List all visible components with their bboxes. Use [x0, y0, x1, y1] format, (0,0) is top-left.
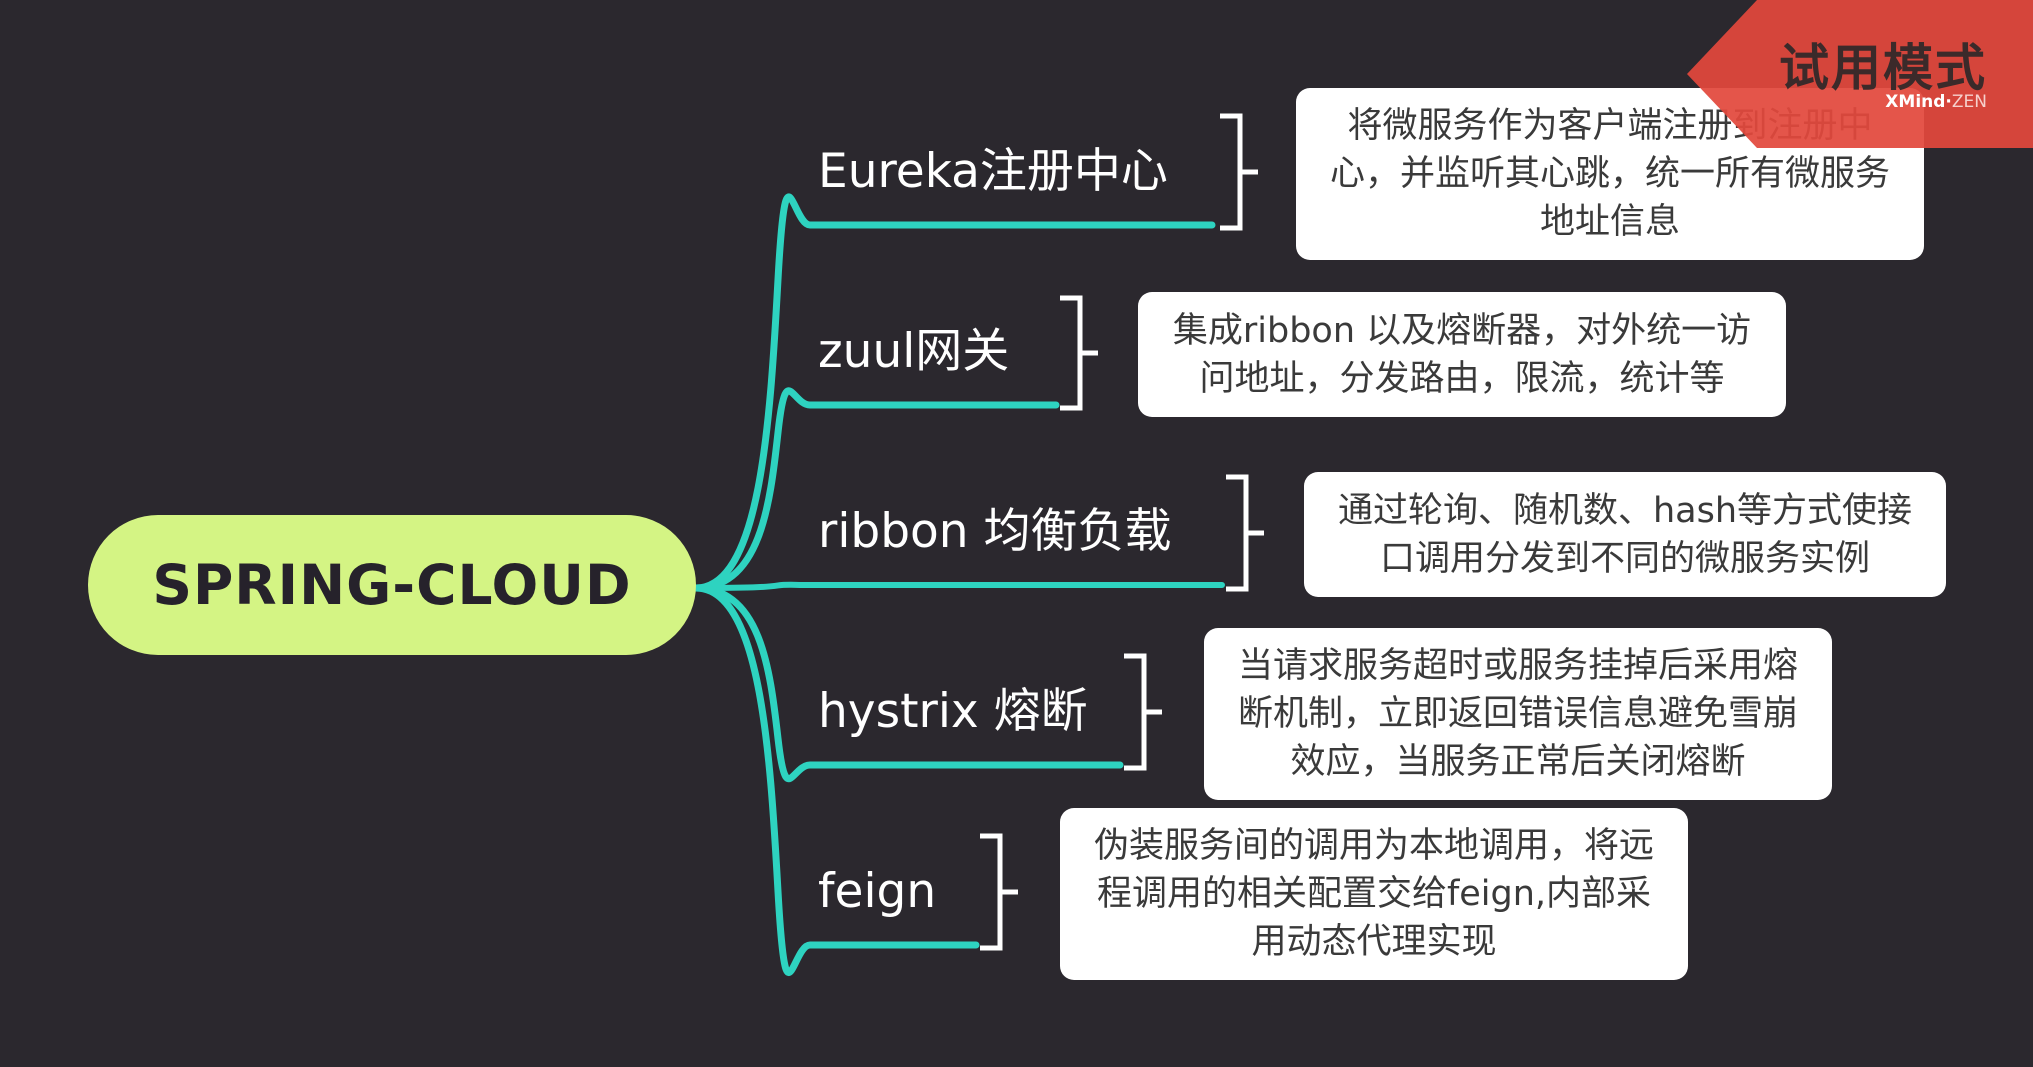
note-zuul[interactable]: 集成ribbon 以及熔断器，对外统一访 问地址，分发路由，限流，统计等 — [1138, 292, 1786, 417]
bracket-ribbon — [1226, 474, 1264, 592]
xmind-brand: XMind·ZEN — [1885, 92, 1987, 112]
note-line: 集成ribbon 以及熔断器，对外统一访 — [1172, 310, 1752, 351]
note-line: 问地址，分发路由，限流，统计等 — [1199, 358, 1725, 399]
connector-hystrix — [692, 584, 1124, 783]
note-eureka[interactable]: 将微服务作为客户端注册到注册中 心，并监听其心跳，统一所有微服务 地址信息 — [1296, 88, 1924, 260]
branch-label: ribbon 均衡负载 — [818, 504, 1172, 559]
brand-name: XMind — [1885, 92, 1946, 112]
connector-eureka — [692, 193, 1216, 592]
branch-hystrix[interactable]: hystrix 熔断 — [818, 688, 1088, 735]
note-line: 程调用的相关配置交给feign,内部采 — [1096, 874, 1652, 914]
branch-ribbon[interactable]: ribbon 均衡负载 — [818, 508, 1172, 555]
branch-feign[interactable]: feign — [818, 868, 936, 915]
connector-ribbon — [693, 581, 1225, 591]
note-line: 伪装服务间的调用为本地调用，将远 — [1093, 826, 1654, 866]
note-line: 心，并监听其心跳，统一所有微服务 — [1329, 154, 1890, 194]
note-ribbon[interactable]: 通过轮询、随机数、hash等方式使接 口调用分发到不同的微服务实例 — [1304, 472, 1946, 597]
note-line: 效应，当服务正常后关闭熔断 — [1290, 742, 1746, 782]
connector-feign — [692, 584, 980, 977]
note-hystrix[interactable]: 当请求服务超时或服务挂掉后采用熔 断机制，立即返回错误信息避免雪崩 效应，当服务… — [1204, 628, 1832, 800]
note-line: 通过轮询、随机数、hash等方式使接 — [1337, 490, 1913, 531]
note-line: 口调用分发到不同的微服务实例 — [1379, 538, 1870, 579]
branch-zuul[interactable]: zuul网关 — [818, 328, 1009, 375]
note-line: 当请求服务超时或服务挂掉后采用熔 — [1237, 646, 1798, 686]
branch-label: hystrix 熔断 — [818, 684, 1088, 739]
badge-shape — [1687, 0, 2033, 148]
branch-label: zuul网关 — [818, 324, 1010, 379]
trial-mode-title: 试用模式 — [1779, 39, 1987, 97]
branch-eureka[interactable]: Eureka注册中心 — [818, 148, 1168, 195]
brand-edition: ZEN — [1951, 92, 1987, 112]
root-topic-label: SPRING-CLOUD — [152, 553, 632, 617]
note-line: 断机制，立即返回错误信息避免雪崩 — [1237, 694, 1798, 734]
connector-zuul — [692, 387, 1060, 592]
bracket-hystrix — [1124, 653, 1162, 771]
note-feign[interactable]: 伪装服务间的调用为本地调用，将远 程调用的相关配置交给feign,内部采 用动态… — [1060, 808, 1688, 980]
branch-label: Eureka注册中心 — [818, 144, 1168, 199]
branch-label: feign — [818, 864, 937, 919]
trial-mode-badge: 试用模式 XMind·ZEN — [1687, 0, 2033, 148]
bracket-zuul — [1060, 295, 1098, 411]
root-topic[interactable]: SPRING-CLOUD — [88, 515, 696, 655]
bracket-feign — [980, 833, 1018, 951]
note-line: 地址信息 — [1539, 202, 1680, 242]
note-line: 用动态代理实现 — [1251, 922, 1497, 962]
bracket-eureka — [1220, 113, 1258, 231]
